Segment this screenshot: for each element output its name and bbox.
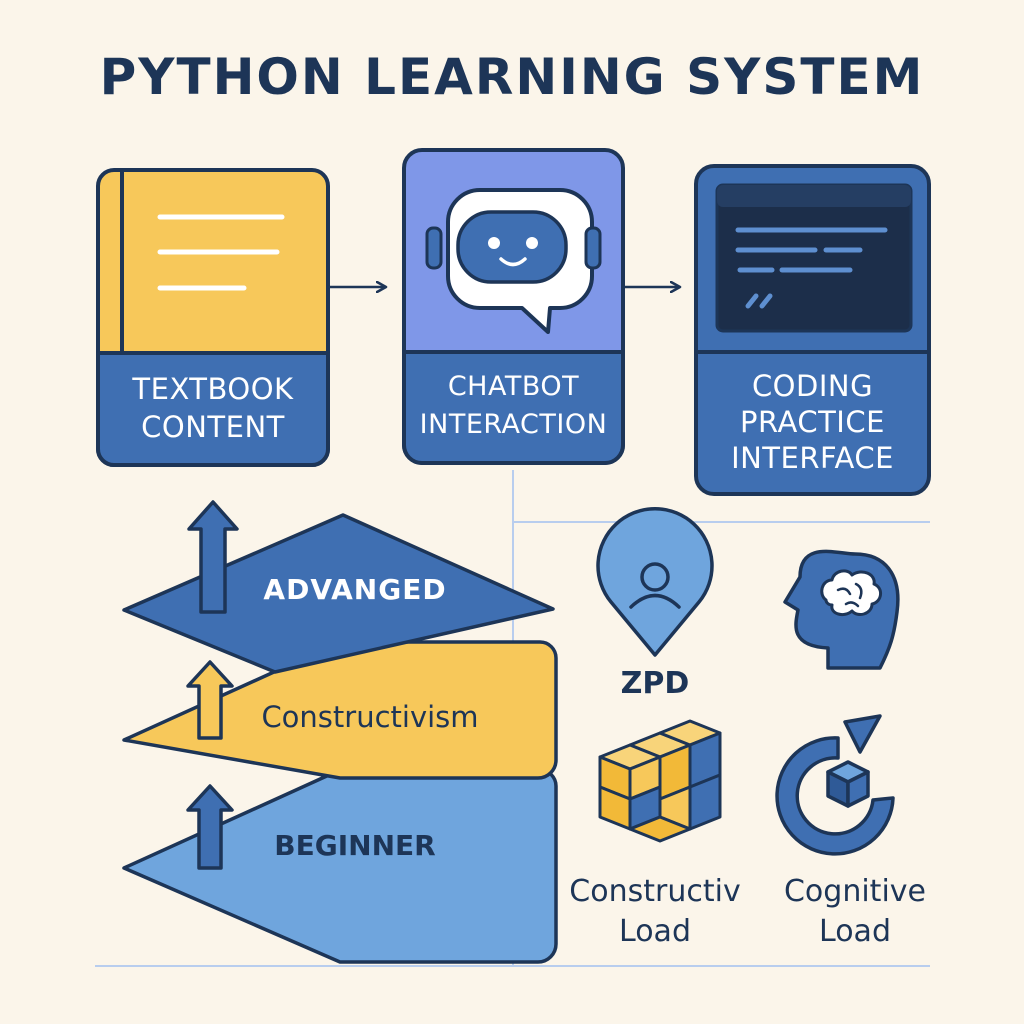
chatbot-label-line1: CHATBOT <box>447 371 580 402</box>
tier-constructivism <box>122 640 558 780</box>
code-editor-icon <box>715 183 913 333</box>
constructive-load-label: Constructiv Load <box>545 872 765 952</box>
constructive-load-line2: Load <box>619 914 691 949</box>
chatbot-label: CHATBOT INTERACTION <box>404 368 623 444</box>
textbook-label-line1: TEXTBOOK <box>132 372 294 406</box>
tier-advanced <box>122 500 555 674</box>
cognitive-load-line2: Load <box>819 914 891 949</box>
tier-label-advanced: ADVANGED <box>263 573 447 606</box>
cube-stack-icon <box>598 719 722 843</box>
coding-card <box>694 164 931 496</box>
coding-label-line3: INTERFACE <box>731 441 894 475</box>
zpd-label: ZPD <box>620 666 690 701</box>
chatbot-label-line2: INTERACTION <box>419 409 608 440</box>
book-icon <box>157 214 285 291</box>
textbook-label-line2: CONTENT <box>141 410 285 444</box>
tier-beginner <box>122 768 558 964</box>
brain-shape <box>820 569 882 617</box>
location-pin-person-icon <box>596 507 714 657</box>
textbook-label-panel <box>96 351 330 467</box>
tier-label-constructivism: Constructivism <box>261 700 479 734</box>
chatbot-card <box>402 148 625 465</box>
cycle-cube-icon <box>775 714 895 856</box>
cognitive-load-label: Cognitive Load <box>760 872 950 952</box>
constructive-load-line1: Constructiv <box>569 874 741 909</box>
page-title: PYTHON LEARNING SYSTEM <box>99 48 925 106</box>
tier-label-beginner: BEGINNER <box>274 829 436 862</box>
arrow-up-constructivism <box>186 660 234 740</box>
coding-label-line1: CODING <box>751 369 874 403</box>
coding-label: CODING PRACTICE INTERFACE <box>696 368 929 476</box>
arrow-up-advanced <box>187 500 239 614</box>
chatbot-label-panel <box>402 350 625 465</box>
textbook-card <box>96 168 330 467</box>
chatbot-icon <box>425 188 602 334</box>
cognitive-load-line1: Cognitive <box>783 874 926 909</box>
textbook-label: TEXTBOOK CONTENT <box>98 370 328 446</box>
head-brain-icon <box>783 549 900 670</box>
arrow-up-beginner <box>186 784 234 870</box>
coding-label-line2: PRACTICE <box>740 405 885 439</box>
